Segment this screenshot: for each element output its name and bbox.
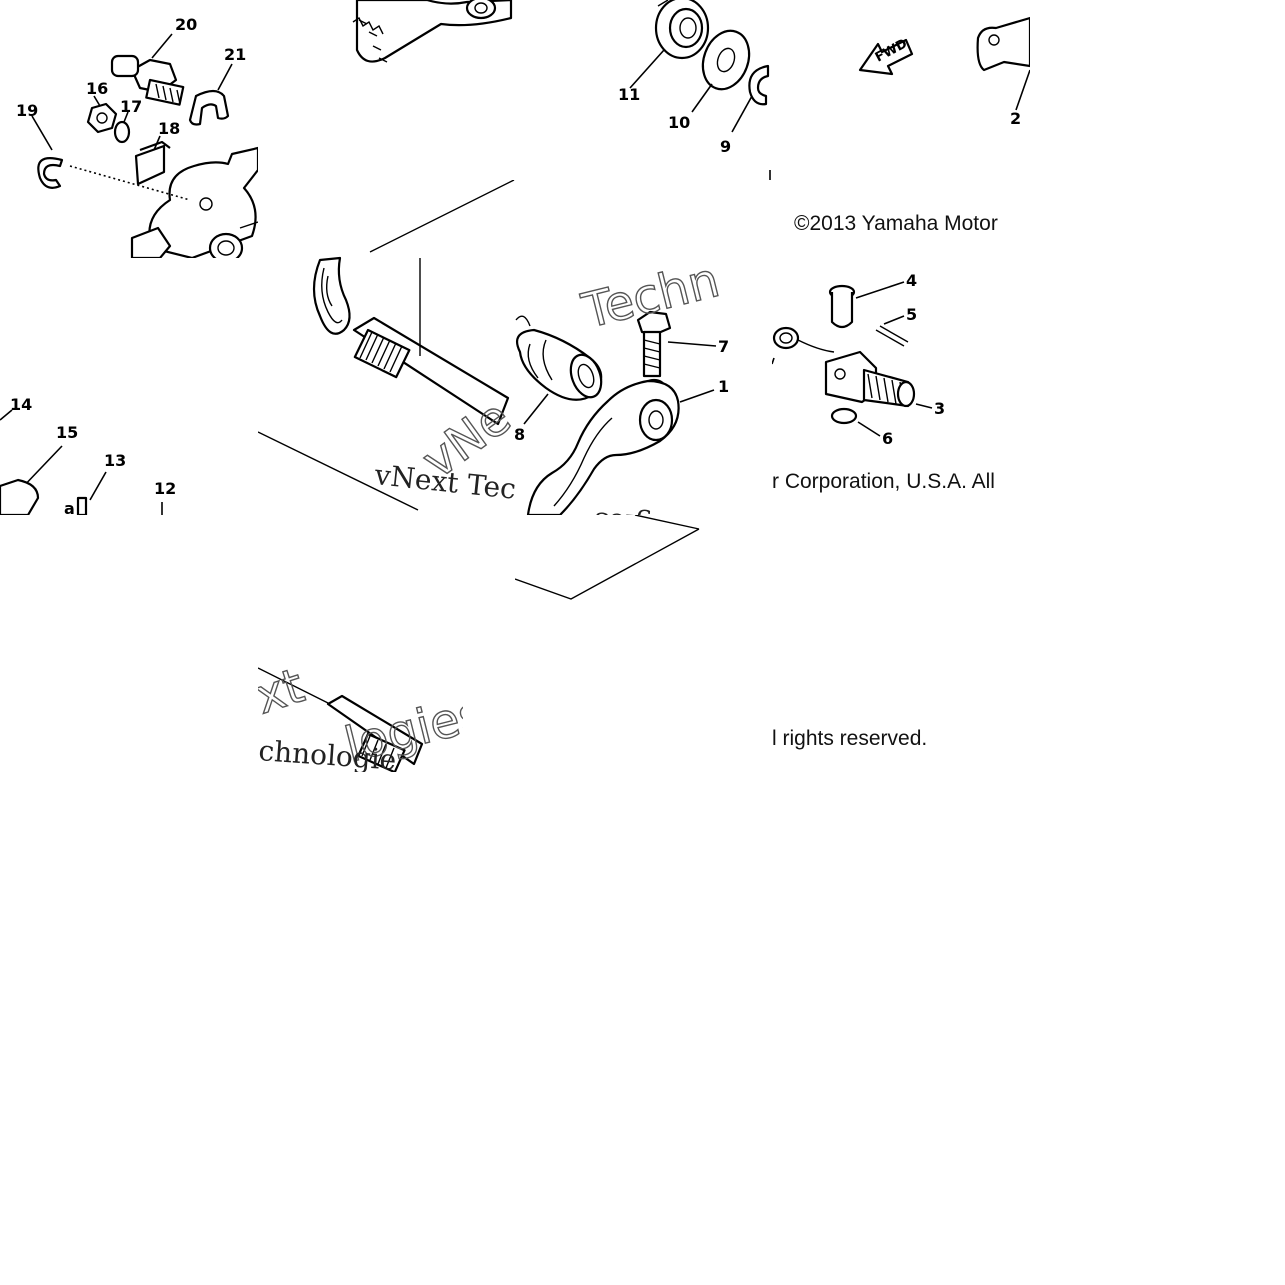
callout-5: 5 bbox=[906, 305, 917, 324]
bolt-20-part bbox=[110, 54, 185, 106]
washer-10-part bbox=[701, 29, 751, 91]
spring-13-part bbox=[76, 496, 88, 515]
diagram-tile-seals: 11 10 9 bbox=[600, 0, 772, 180]
washer-6-part bbox=[830, 407, 858, 425]
diagram-tile-top-left: 20 21 16 17 18 19 bbox=[0, 0, 258, 258]
diagram-tile-right-middle: 4 5 3 6 r Corporation, U.S.A. All bbox=[772, 258, 1030, 515]
shaft-end-part bbox=[326, 694, 424, 772]
callout-9: 9 bbox=[720, 137, 731, 156]
callout-20: 20 bbox=[175, 15, 197, 34]
callout-18: 18 bbox=[158, 119, 180, 138]
diagram-tile-rights: l rights reserved. bbox=[772, 722, 972, 758]
nut-16-part bbox=[86, 102, 118, 134]
callout-14: 14 bbox=[10, 395, 32, 414]
copyright-line-3: l rights reserved. bbox=[772, 727, 928, 750]
circlip-9-part bbox=[748, 64, 770, 106]
diagram-tile-lower-frame bbox=[515, 515, 705, 605]
callout-3: 3 bbox=[934, 399, 945, 418]
shift-shaft-part bbox=[312, 256, 510, 426]
washer-17-part bbox=[113, 120, 131, 144]
callout-17: 17 bbox=[120, 97, 142, 116]
diagram-tile-top-right: FWD 2 ©2013 Yamaha Motor bbox=[772, 0, 1030, 258]
callout-19: 19 bbox=[16, 101, 38, 120]
pedal-3-part bbox=[824, 350, 916, 408]
watermark-flipped: logies bbox=[593, 505, 679, 515]
diagram-tile-lower-shaft: xt logies chnologie bbox=[258, 662, 463, 772]
callout-4: 4 bbox=[906, 271, 917, 290]
callout-1: 1 bbox=[718, 377, 729, 396]
forward-arrow-icon: FWD bbox=[858, 36, 914, 76]
copyright-line-1: ©2013 Yamaha Motor bbox=[794, 212, 998, 235]
callout-12: 12 bbox=[154, 479, 175, 498]
callout-13: 13 bbox=[104, 451, 126, 470]
callout-7: 7 bbox=[718, 337, 729, 356]
callout-2: 2 bbox=[1010, 109, 1021, 128]
copyright-line-2: r Corporation, U.S.A. All bbox=[772, 470, 995, 493]
callout-6: 6 bbox=[882, 429, 893, 448]
svg-text:a: a bbox=[64, 499, 75, 515]
callout-15: 15 bbox=[56, 423, 78, 442]
boot-8-part bbox=[515, 315, 603, 401]
pin-15-part bbox=[0, 478, 40, 515]
clip-21-part bbox=[188, 89, 230, 126]
diagram-tile-top-middle bbox=[345, 0, 515, 70]
callout-10: 10 bbox=[668, 113, 690, 132]
callout-21: 21 bbox=[224, 45, 246, 64]
shift-arm-part bbox=[130, 146, 258, 258]
pedal-end-2-part bbox=[976, 16, 1030, 111]
callout-16: 16 bbox=[86, 79, 108, 98]
plate-18-part bbox=[134, 140, 171, 186]
diagram-tile-left-middle: 14 15 13 a 12 bbox=[0, 390, 175, 515]
circlip-19-part bbox=[37, 157, 64, 189]
cotter-5-part bbox=[875, 325, 909, 347]
callout-11: 11 bbox=[618, 85, 640, 104]
callout-8: 8 bbox=[514, 425, 525, 444]
shift-lever-1-part bbox=[526, 379, 680, 515]
pin-4-part bbox=[828, 284, 856, 329]
diagram-tile-center: Techn vNext Tec vNe logies 7 1 8 bbox=[258, 180, 772, 515]
spring-part bbox=[772, 326, 835, 365]
oil-seal-11-part bbox=[654, 0, 710, 60]
watermark-outline-xt: xt bbox=[258, 662, 311, 725]
